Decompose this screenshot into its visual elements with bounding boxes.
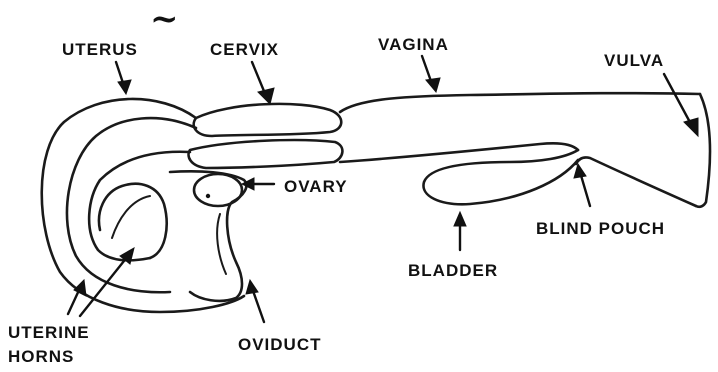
oviduct-inner — [217, 214, 226, 274]
cervix-upper-fold — [194, 104, 342, 136]
oviduct-label: OVIDUCT — [238, 335, 322, 354]
pointer-arrows — [68, 56, 698, 322]
vulva-arrowhead — [684, 118, 698, 136]
vulva-end — [696, 94, 710, 207]
uterine-horn-loop — [99, 184, 167, 258]
cervix-label: CERVIX — [210, 40, 279, 59]
ovary-label: OVARY — [284, 177, 348, 196]
oviduct-arrowhead — [246, 280, 258, 294]
bladder-shape — [423, 150, 578, 204]
tilde-mark: ~ — [150, 0, 179, 39]
vagina-lower-wall — [576, 157, 696, 206]
uterus-arrowhead — [118, 80, 131, 94]
ovary-shape — [194, 174, 242, 206]
vagina-upper-wall — [340, 93, 700, 112]
bladder-arrowhead — [454, 212, 466, 226]
vagina-label: VAGINA — [378, 35, 449, 54]
ovary-dot — [206, 194, 210, 198]
vulva-arrow — [664, 74, 692, 126]
uterus-label: UTERUS — [62, 40, 138, 59]
horn-band — [89, 152, 190, 261]
uterine-horn-arrowhead-a — [74, 280, 86, 296]
labels: UTERUS CERVIX VAGINA VULVA OVARY BLIND P… — [8, 35, 665, 366]
anatomy-drawing — [42, 93, 710, 312]
bladder-label: BLADDER — [408, 261, 498, 280]
uterine-horns-label-line1: UTERINE — [8, 323, 90, 342]
blind-pouch-arrowhead — [574, 164, 586, 178]
vulva-label: VULVA — [604, 51, 664, 70]
cervix-arrowhead — [258, 88, 274, 104]
uterine-horn-inner — [112, 196, 150, 238]
oviduct-loop — [170, 171, 246, 301]
vagina-arrowhead — [426, 78, 440, 92]
blind-pouch-label: BLIND POUCH — [536, 219, 665, 238]
uterine-horns-label-line2: HORNS — [8, 347, 74, 366]
cervix-lower-fold — [189, 140, 343, 168]
